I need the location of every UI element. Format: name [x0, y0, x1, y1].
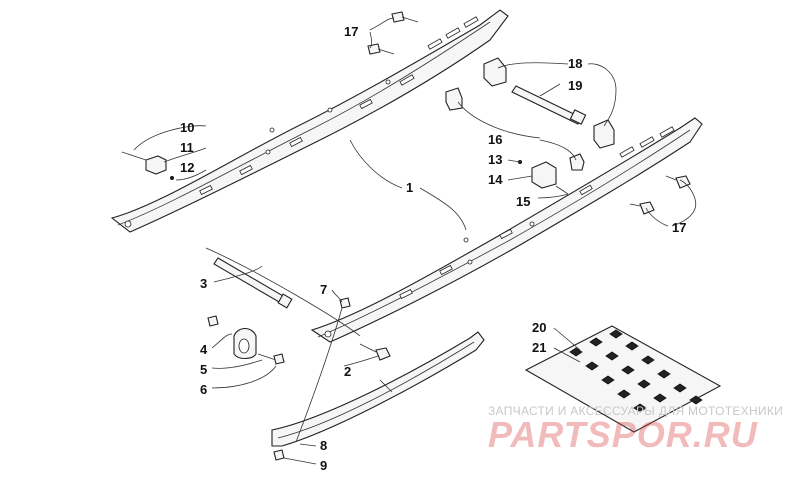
- callout-18: 18: [568, 56, 582, 71]
- callout-1: 1: [406, 180, 413, 195]
- watermark-brand: PARTSPOR.RU: [488, 414, 758, 455]
- callout-17-top: 17: [344, 24, 358, 39]
- callout-17-bottom: 17: [672, 220, 686, 235]
- slide: [271, 331, 485, 447]
- callout-4: 4: [200, 342, 208, 357]
- upper-shaft: [511, 85, 587, 125]
- callout-10: 10: [180, 120, 194, 135]
- callout-19: 19: [568, 78, 582, 93]
- callout-labels: 17 18 19 10 11 12 16 13 14 15 1 17 3 7 2…: [180, 24, 686, 473]
- bushing-top: [483, 57, 507, 87]
- track-clips: [524, 325, 722, 433]
- callout-15: 15: [516, 194, 530, 209]
- callout-13: 13: [488, 152, 502, 167]
- screw-9: [273, 449, 285, 461]
- callout-20: 20: [532, 320, 546, 335]
- bolt-17-bottom: [629, 175, 691, 215]
- callout-8: 8: [320, 438, 327, 453]
- bolt-7: [339, 297, 351, 309]
- callout-12: 12: [180, 160, 194, 175]
- callout-7: 7: [320, 282, 327, 297]
- callout-14: 14: [488, 172, 503, 187]
- watermark-tagline: ЗАПЧАСТИ И АКСЕССУАРЫ ДЛЯ МОТОТЕХНИКИ: [488, 404, 784, 418]
- callout-21: 21: [532, 340, 546, 355]
- rail-back: [110, 9, 509, 233]
- bushing-bottom: [593, 119, 615, 149]
- cross-shaft: [213, 257, 293, 309]
- rail-front: [310, 117, 703, 343]
- spacer-16: [445, 87, 585, 171]
- callout-9: 9: [320, 458, 327, 473]
- callout-5: 5: [200, 362, 207, 377]
- callout-16: 16: [488, 132, 502, 147]
- stopper-block: [121, 151, 174, 180]
- leader-lines: [133, 17, 697, 465]
- callout-2: 2: [344, 364, 351, 379]
- bolt-2: [359, 343, 391, 361]
- callout-6: 6: [200, 382, 207, 397]
- callout-11: 11: [180, 140, 194, 155]
- stopper-block-right: [518, 159, 569, 195]
- callout-3: 3: [200, 276, 207, 291]
- bracket-wheel: [207, 315, 285, 365]
